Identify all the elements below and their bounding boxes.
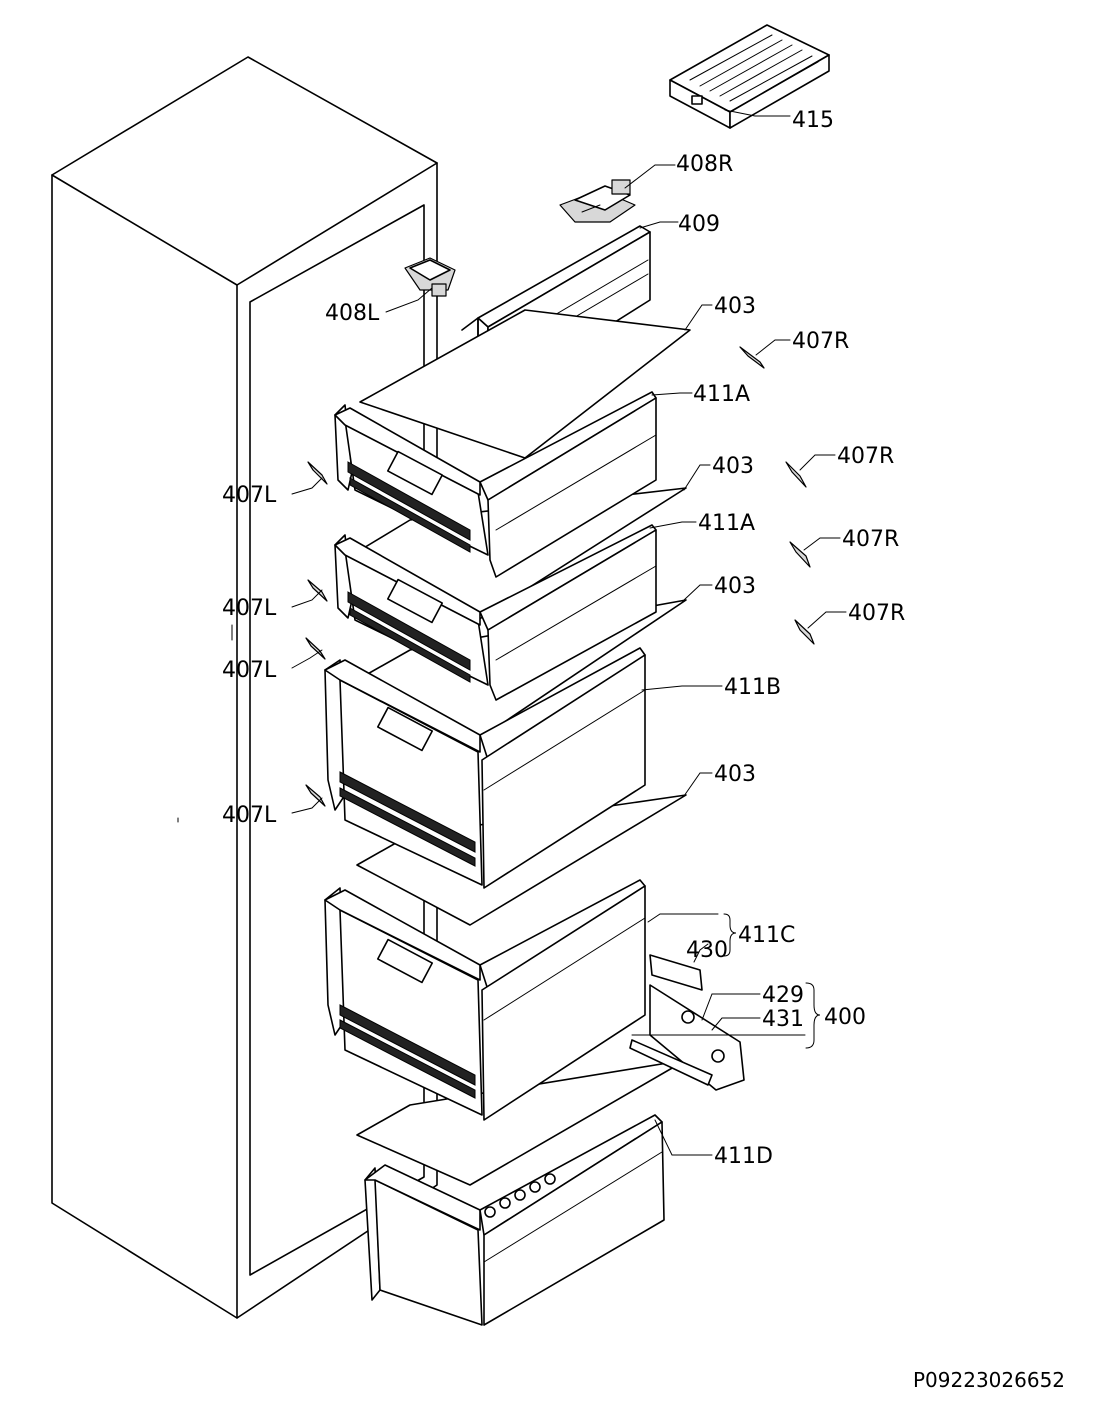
label-409: 409 bbox=[678, 212, 720, 237]
label-403-2: 403 bbox=[712, 454, 754, 479]
label-411A-1: 411A bbox=[693, 382, 750, 407]
part-411C-drawer bbox=[324, 879, 646, 1121]
label-411B: 411B bbox=[724, 675, 781, 700]
label-431: 431 bbox=[762, 1007, 804, 1032]
part-407L-clip-4 bbox=[305, 784, 326, 807]
label-407R-1: 407R bbox=[792, 329, 849, 354]
label-411A-2: 411A bbox=[698, 511, 755, 536]
bracket-411C bbox=[723, 913, 737, 957]
bracket-400 bbox=[805, 982, 821, 1049]
label-407L-1: 407L bbox=[222, 483, 277, 508]
label-411D: 411D bbox=[714, 1144, 773, 1169]
part-407L-clip-1 bbox=[307, 461, 328, 485]
leader-lines bbox=[291, 109, 847, 1156]
part-407R-clip-1 bbox=[739, 346, 765, 369]
part-407L-clip-2 bbox=[307, 579, 328, 602]
label-407L-2: 407L bbox=[222, 596, 277, 621]
label-408L: 408L bbox=[325, 301, 380, 326]
label-403-4: 403 bbox=[714, 762, 756, 787]
part-411D-drawer bbox=[364, 1114, 665, 1326]
part-407R-clip-3 bbox=[789, 541, 811, 568]
part-407L-clip-3 bbox=[305, 637, 326, 660]
part-403-shelf-1 bbox=[359, 309, 691, 459]
label-400: 400 bbox=[824, 1005, 866, 1030]
label-411C: 411C bbox=[738, 923, 795, 948]
label-407R-3: 407R bbox=[842, 527, 899, 552]
part-400-rail-assembly bbox=[629, 954, 745, 1091]
label-407R-4: 407R bbox=[848, 601, 905, 626]
part-411B-drawer bbox=[324, 647, 646, 889]
part-411A-drawer-2 bbox=[334, 524, 657, 701]
part-415-filter bbox=[669, 24, 830, 129]
label-407R-2: 407R bbox=[837, 444, 894, 469]
label-415: 415 bbox=[792, 108, 834, 133]
label-408R: 408R bbox=[676, 152, 733, 177]
part-411A-drawer-1 bbox=[334, 391, 657, 578]
part-408R-hinge bbox=[559, 179, 636, 223]
label-429: 429 bbox=[762, 983, 804, 1008]
label-403-1: 403 bbox=[714, 294, 756, 319]
label-407L-4: 407L bbox=[222, 803, 277, 828]
part-407R-clip-4 bbox=[794, 619, 815, 645]
label-403-3: 403 bbox=[714, 574, 756, 599]
label-430: 430 bbox=[686, 938, 728, 963]
label-407L-3: 407L bbox=[222, 658, 277, 683]
callout-labels: 415 408R 409 408L 403 407R 411A 407R 407… bbox=[222, 108, 905, 1169]
part-408L-hinge bbox=[404, 257, 456, 297]
document-id: P09223026652 bbox=[913, 1368, 1065, 1392]
part-407R-clip-2 bbox=[785, 461, 807, 488]
